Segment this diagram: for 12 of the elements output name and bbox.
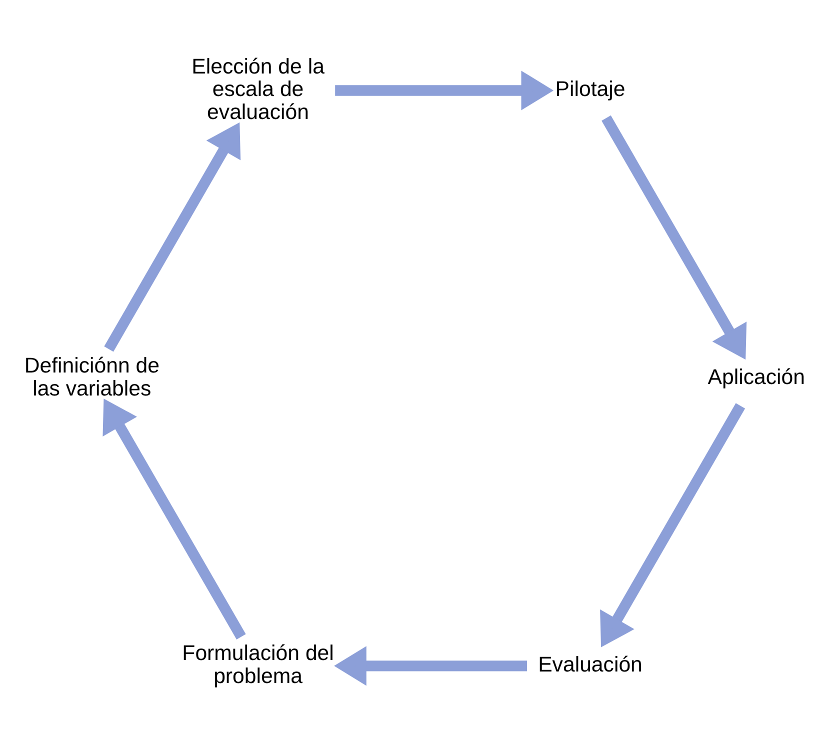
arrow (334, 646, 527, 686)
node-text: Definiciónn de las variables (24, 352, 160, 400)
node-text: Elección de la escala de evaluación (192, 54, 324, 124)
arrow (602, 114, 747, 360)
arrow (335, 70, 554, 110)
arrow (600, 402, 746, 647)
node-text: Aplicación (708, 364, 805, 388)
node-text: Evaluación (538, 652, 642, 676)
node-text: Formulación del problema (182, 640, 334, 688)
node-text: Pilotaje (555, 76, 626, 101)
arrow (104, 122, 241, 352)
arrow (102, 398, 246, 639)
